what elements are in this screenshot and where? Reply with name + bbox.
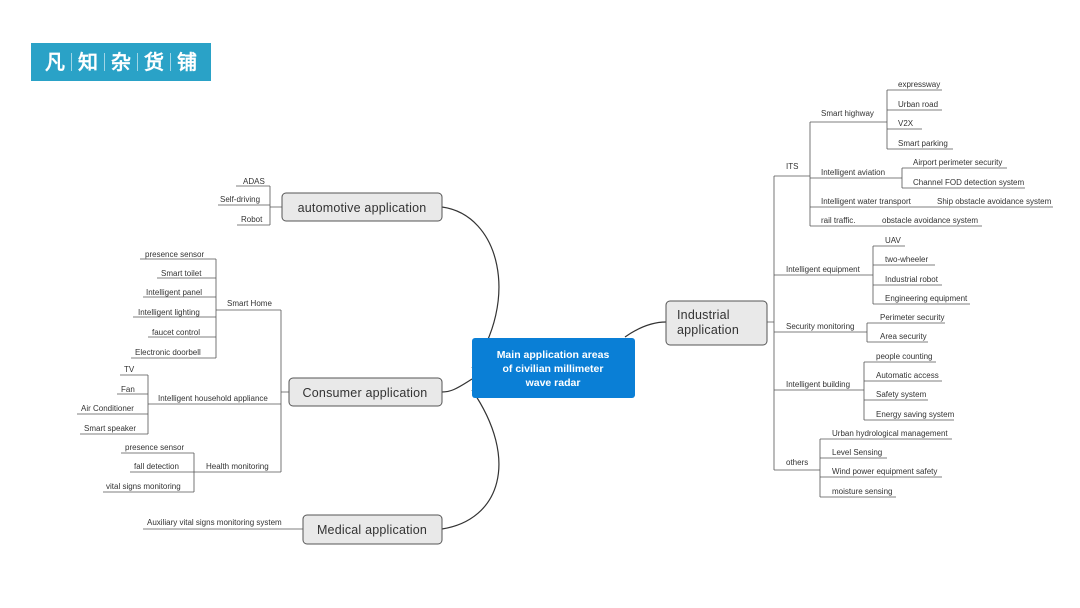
subgroup-its: ITS: [786, 162, 798, 171]
shop-logo: 凡 知 杂 货 铺: [31, 43, 211, 81]
leaf-fall-detection: fall detection: [134, 462, 179, 471]
leaf-auxiliary-vital-signs: Auxiliary vital signs monitoring system: [147, 518, 282, 527]
automotive-branch-box: [281, 192, 443, 222]
logo-divider: [104, 53, 105, 71]
industrial-branch-box: [665, 300, 768, 346]
leaf-intelligent-panel: Intelligent panel: [146, 288, 202, 297]
leaf-automatic-access: Automatic access: [876, 371, 939, 380]
leaf-air-conditioner: Air Conditioner: [81, 404, 134, 413]
leaf-urban-hydrological: Urban hydrological management: [832, 429, 948, 438]
leaf-smart-parking: Smart parking: [898, 139, 948, 148]
medical-branch-box: [302, 514, 443, 545]
leaf-airport-perimeter-security: Airport perimeter security: [913, 158, 1002, 167]
automotive-branch-label: automotive application: [298, 201, 427, 215]
center-title-line3: wave radar: [525, 377, 581, 389]
leaf-intelligent-lighting: Intelligent lighting: [138, 308, 200, 317]
leaf-adas: ADAS: [243, 177, 265, 186]
leaf-industrial-robot: Industrial robot: [885, 275, 939, 284]
leaf-obstacle-avoidance-system: obstacle avoidance system: [882, 216, 978, 225]
logo-char: 铺: [177, 50, 197, 74]
center-title-line2: of civilian millimeter: [503, 363, 604, 375]
leaf-people-counting: people counting: [876, 352, 933, 361]
center-title-line1: Main application areas: [497, 349, 610, 361]
subgroup-intelligent-aviation: Intelligent aviation: [821, 168, 885, 177]
leaf-presence-sensor: presence sensor: [145, 250, 204, 259]
industrial-branch-label-line1: Industrial: [677, 308, 730, 322]
leaf-energy-saving-system: Energy saving system: [876, 410, 955, 419]
leaf-faucet-control: faucet control: [152, 328, 200, 337]
medical-branch-label: Medical application: [317, 523, 427, 537]
consumer-branch-box: [288, 377, 443, 407]
leaf-presence-sensor-2: presence sensor: [125, 443, 184, 452]
leaf-fan: Fan: [121, 385, 135, 394]
consumer-branch-label: Consumer application: [303, 386, 428, 400]
center-node: [472, 338, 635, 398]
subgroup-intelligent-water-transport: Intelligent water transport: [821, 197, 912, 206]
leaf-moisture-sensing: moisture sensing: [832, 487, 892, 496]
leaf-self-driving: Self-driving: [220, 195, 260, 204]
industrial-branch-label-line2: application: [677, 323, 739, 337]
leaf-urban-road: Urban road: [898, 100, 938, 109]
logo-char: 杂: [111, 50, 131, 74]
leaf-level-sensing: Level Sensing: [832, 448, 882, 457]
leaf-wind-power-safety: Wind power equipment safety: [832, 467, 937, 476]
leaf-uav: UAV: [885, 236, 902, 245]
logo-char: 凡: [45, 50, 65, 74]
leaf-perimeter-security: Perimeter security: [880, 313, 944, 322]
logo-char: 货: [144, 50, 164, 74]
subgroup-intelligent-equipment: Intelligent equipment: [786, 265, 861, 274]
leaf-robot: Robot: [241, 215, 263, 224]
subgroup-health-monitoring: Health monitoring: [206, 462, 269, 471]
subgroup-rail-traffic: rail traffic.: [821, 216, 856, 225]
leaf-ship-obstacle-avoidance: Ship obstacle avoidance system: [937, 197, 1052, 206]
logo-char: 知: [78, 50, 98, 74]
leaf-area-security: Area security: [880, 332, 927, 341]
leaf-safety-system: Safety system: [876, 390, 927, 399]
leaf-two-wheeler: two-wheeler: [885, 255, 928, 264]
leaf-smart-toilet: Smart toilet: [161, 269, 202, 278]
subgroup-others: others: [786, 458, 808, 467]
subgroup-smart-home: Smart Home: [227, 299, 272, 308]
logo-divider: [170, 53, 171, 71]
logo-divider: [137, 53, 138, 71]
subgroup-smart-highway: Smart highway: [821, 109, 874, 118]
subgroup-household-appliance: Intelligent household appliance: [158, 394, 268, 403]
leaf-tv: TV: [124, 365, 135, 374]
leaf-channel-fod-detection: Channel FOD detection system: [913, 178, 1024, 187]
logo-divider: [71, 53, 72, 71]
leaf-vital-signs-monitoring: vital signs monitoring: [106, 482, 181, 491]
leaf-electronic-doorbell: Electronic doorbell: [135, 348, 201, 357]
leaf-engineering-equipment: Engineering equipment: [885, 294, 968, 303]
subgroup-security-monitoring: Security monitoring: [786, 322, 854, 331]
subgroup-intelligent-building: Intelligent building: [786, 380, 850, 389]
leaf-smart-speaker: Smart speaker: [84, 424, 136, 433]
leaf-v2x: V2X: [898, 119, 914, 128]
leaf-expressway: expressway: [898, 80, 940, 89]
